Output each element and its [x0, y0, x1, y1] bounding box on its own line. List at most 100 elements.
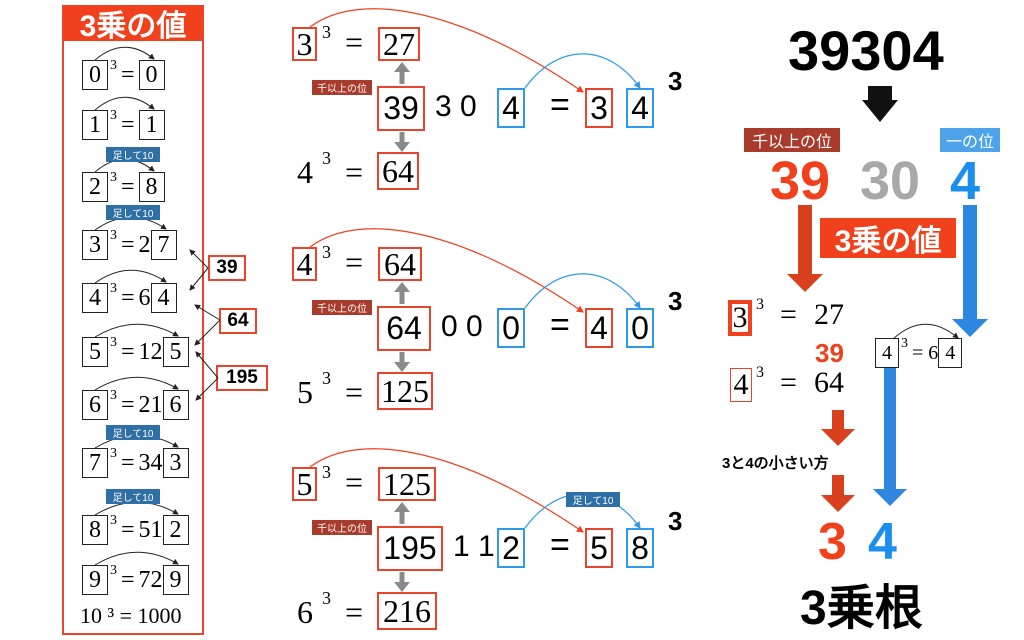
answer-ones-box: 4	[626, 88, 654, 128]
row-last: 4	[157, 284, 170, 311]
blue-curve-arrow	[524, 53, 641, 89]
ones-digit-box: 0	[497, 308, 525, 348]
row-last: 2	[169, 516, 182, 543]
side-value-195: 195	[216, 365, 268, 391]
upper-digits-label: 千以上の位	[744, 128, 840, 152]
top-base: 4	[296, 245, 313, 282]
top-base: 5	[296, 465, 313, 502]
row-prefix: 72	[138, 566, 163, 593]
row-base: 0	[89, 61, 101, 88]
ones-digit: 4	[502, 89, 520, 126]
gray-arrow-up-head	[394, 282, 410, 292]
bottom-result: 64	[382, 152, 414, 189]
answer-tens: 3	[590, 89, 608, 126]
eq2-eq: =	[780, 366, 797, 399]
answer-ones-box: 0	[626, 308, 654, 348]
cube-exponent: 3	[668, 506, 683, 536]
blue-long-arrow	[873, 368, 907, 506]
row-exp: 3	[110, 281, 117, 296]
top-result-box: 64	[378, 246, 422, 282]
row-last-box: 7	[150, 230, 177, 260]
add-ten-tag: 足して10	[566, 492, 620, 507]
small-eq-prefix: 6	[928, 341, 939, 364]
row-base: 9	[89, 566, 101, 593]
answer-tens: 4	[590, 309, 608, 346]
bottom-exp: 3	[322, 368, 331, 388]
red-short-arrow-2	[821, 475, 855, 512]
row-last: 3	[169, 449, 182, 476]
row-prefix: 51	[138, 516, 163, 543]
answer-ones-box: 8	[626, 528, 654, 568]
gray-arrow-down-head	[394, 362, 410, 372]
top-base-box: 3	[292, 26, 317, 62]
top-result-box: 125	[378, 465, 436, 502]
equals-sign: =	[550, 86, 570, 124]
row-base-box: 0	[82, 60, 108, 90]
row-prefix: 12	[138, 338, 163, 365]
top-equals: =	[345, 244, 364, 280]
upper-digits: 195	[383, 530, 437, 566]
answer-ones: 8	[631, 529, 649, 566]
row-10-cube: 10 ³ = 1000	[80, 603, 182, 628]
top-result: 125	[383, 465, 431, 502]
blue-curve-arrow	[524, 273, 641, 309]
small-eq-base-box: 4	[875, 338, 899, 368]
row-last-box: 2	[162, 515, 189, 545]
top-base-box: 4	[292, 245, 317, 282]
eq1-eq: =	[780, 298, 797, 331]
add-ten-tag: 足して10	[106, 205, 160, 220]
side-value-64: 64	[219, 308, 257, 334]
eq2-exp: 3	[756, 364, 764, 381]
top-exp: 3	[322, 242, 331, 262]
eq2-base: 4	[733, 368, 749, 401]
row-exp: 3	[110, 446, 117, 461]
upper-digits-box: 195	[377, 526, 443, 571]
between-value: 39	[815, 338, 844, 368]
red-down-arrow	[787, 205, 823, 292]
down-arrow-head-icon	[862, 100, 898, 122]
middle-digits: 30	[860, 151, 921, 211]
answer-tens: 5	[590, 529, 608, 566]
upper-digits-label: 千以上の位	[312, 300, 372, 315]
row-prefix: 6	[138, 284, 151, 311]
target-number: 39304	[788, 19, 944, 82]
row-base: 8	[89, 516, 101, 543]
upper-digits: 64	[386, 310, 422, 346]
row-equals: =	[121, 284, 135, 311]
row-base: 6	[89, 391, 101, 418]
row-last: 9	[169, 566, 182, 593]
ones-digit-label: 一の位	[940, 128, 1000, 152]
ones-digit-box: 2	[497, 528, 525, 568]
row-exp: 3	[110, 58, 117, 73]
row-exp: 3	[110, 388, 117, 403]
row-last-box: 1	[138, 110, 165, 140]
row-equals: =	[121, 566, 135, 593]
eq1-result: 27	[814, 298, 844, 331]
row-last-box: 9	[162, 565, 189, 595]
add-ten-tag: 足して10	[106, 147, 160, 162]
answer-tens-box: 3	[585, 88, 613, 128]
ones-digit: 0	[502, 309, 520, 346]
row-base: 7	[89, 449, 101, 476]
row-last-box: 3	[162, 448, 189, 478]
upper-digits-box: 39	[377, 86, 425, 131]
row-exp: 3	[110, 170, 117, 185]
bottom-result-box: 125	[377, 372, 433, 410]
eq1-base-box: 3	[728, 300, 752, 336]
middle-digits: 0 0	[441, 310, 483, 343]
row-base-box: 6	[82, 390, 108, 420]
eq1-base: 3	[732, 301, 748, 334]
bottom-base: 4	[297, 154, 313, 190]
bottom-exp: 3	[322, 588, 331, 608]
add-ten-tag: 足して10	[106, 425, 160, 440]
blue-down-arrow	[952, 205, 988, 337]
row-last: 5	[169, 338, 182, 365]
smaller-of-note: 3と4の小さい方	[722, 455, 829, 472]
